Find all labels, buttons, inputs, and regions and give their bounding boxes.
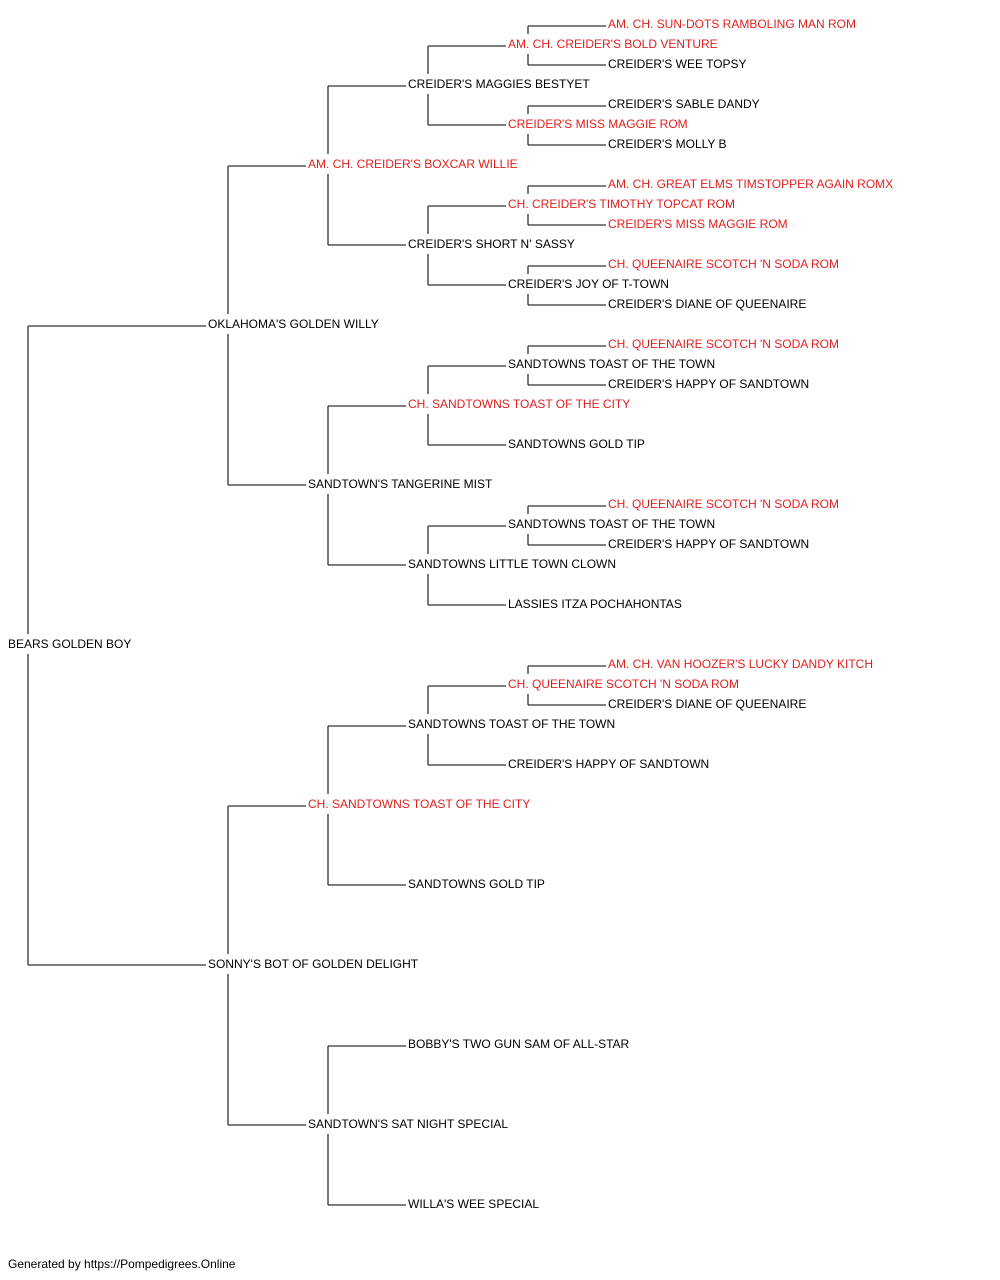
dog-name-gen3: BOBBY'S TWO GUN SAM OF ALL-STAR [408,1037,630,1051]
dog-name-gen5: CREIDER'S HAPPY OF SANDTOWN [608,537,809,551]
dog-name-gen0: BEARS GOLDEN BOY [8,637,131,651]
dog-name-gen3: WILLA'S WEE SPECIAL [408,1197,539,1211]
dog-name-gen2: AM. CH. CREIDER'S BOXCAR WILLIE [308,157,518,171]
dog-name-gen5: CH. QUEENAIRE SCOTCH 'N SODA ROM [608,337,839,351]
dog-name-gen4: SANDTOWNS GOLD TIP [508,437,645,451]
dog-name-gen4: SANDTOWNS TOAST OF THE TOWN [508,357,715,371]
dog-name-gen2: CH. SANDTOWNS TOAST OF THE CITY [308,797,530,811]
dog-name-gen4: CREIDER'S JOY OF T-TOWN [508,277,669,291]
dog-name-gen4: CH. QUEENAIRE SCOTCH 'N SODA ROM [508,677,739,691]
dog-name-gen4: LASSIES ITZA POCHAHONTAS [508,597,682,611]
dog-name-gen5: CREIDER'S DIANE OF QUEENAIRE [608,697,806,711]
dog-name-gen1: OKLAHOMA'S GOLDEN WILLY [208,317,379,331]
dog-name-gen3: CREIDER'S MAGGIES BESTYET [408,77,590,91]
dog-name-gen3: CREIDER'S SHORT N' SASSY [408,237,575,251]
dog-name-gen5: AM. CH. GREAT ELMS TIMSTOPPER AGAIN ROMX [608,177,893,191]
dog-name-gen5: CH. QUEENAIRE SCOTCH 'N SODA ROM [608,497,839,511]
dog-name-gen3: SANDTOWNS GOLD TIP [408,877,545,891]
dog-name-gen2: SANDTOWN'S TANGERINE MIST [308,477,493,491]
dog-name-gen5: CREIDER'S WEE TOPSY [608,57,747,71]
dog-name-gen5: CREIDER'S HAPPY OF SANDTOWN [608,377,809,391]
dog-name-gen5: CREIDER'S MISS MAGGIE ROM [608,217,788,231]
dog-name-gen4: AM. CH. CREIDER'S BOLD VENTURE [508,37,718,51]
dog-name-gen5: CREIDER'S MOLLY B [608,137,727,151]
dog-name-gen4: SANDTOWNS TOAST OF THE TOWN [508,517,715,531]
dog-name-gen4: CH. CREIDER'S TIMOTHY TOPCAT ROM [508,197,735,211]
dog-name-gen4: CREIDER'S HAPPY OF SANDTOWN [508,757,709,771]
dog-name-gen5: AM. CH. VAN HOOZER'S LUCKY DANDY KITCH [608,657,873,671]
dog-name-gen5: CREIDER'S DIANE OF QUEENAIRE [608,297,806,311]
dog-name-gen5: CREIDER'S SABLE DANDY [608,97,760,111]
dog-name-gen3: SANDTOWNS LITTLE TOWN CLOWN [408,557,616,571]
dog-name-gen3: CH. SANDTOWNS TOAST OF THE CITY [408,397,630,411]
dog-name-gen5: CH. QUEENAIRE SCOTCH 'N SODA ROM [608,257,839,271]
dog-name-gen5: AM. CH. SUN-DOTS RAMBOLING MAN ROM [608,17,856,31]
dog-name-gen3: SANDTOWNS TOAST OF THE TOWN [408,717,615,731]
dog-name-gen2: SANDTOWN'S SAT NIGHT SPECIAL [308,1117,508,1131]
dog-name-gen4: CREIDER'S MISS MAGGIE ROM [508,117,688,131]
dog-name-gen1: SONNY'S BOT OF GOLDEN DELIGHT [208,957,419,971]
footer-credit: Generated by https://Pompedigrees.Online [8,1257,236,1271]
